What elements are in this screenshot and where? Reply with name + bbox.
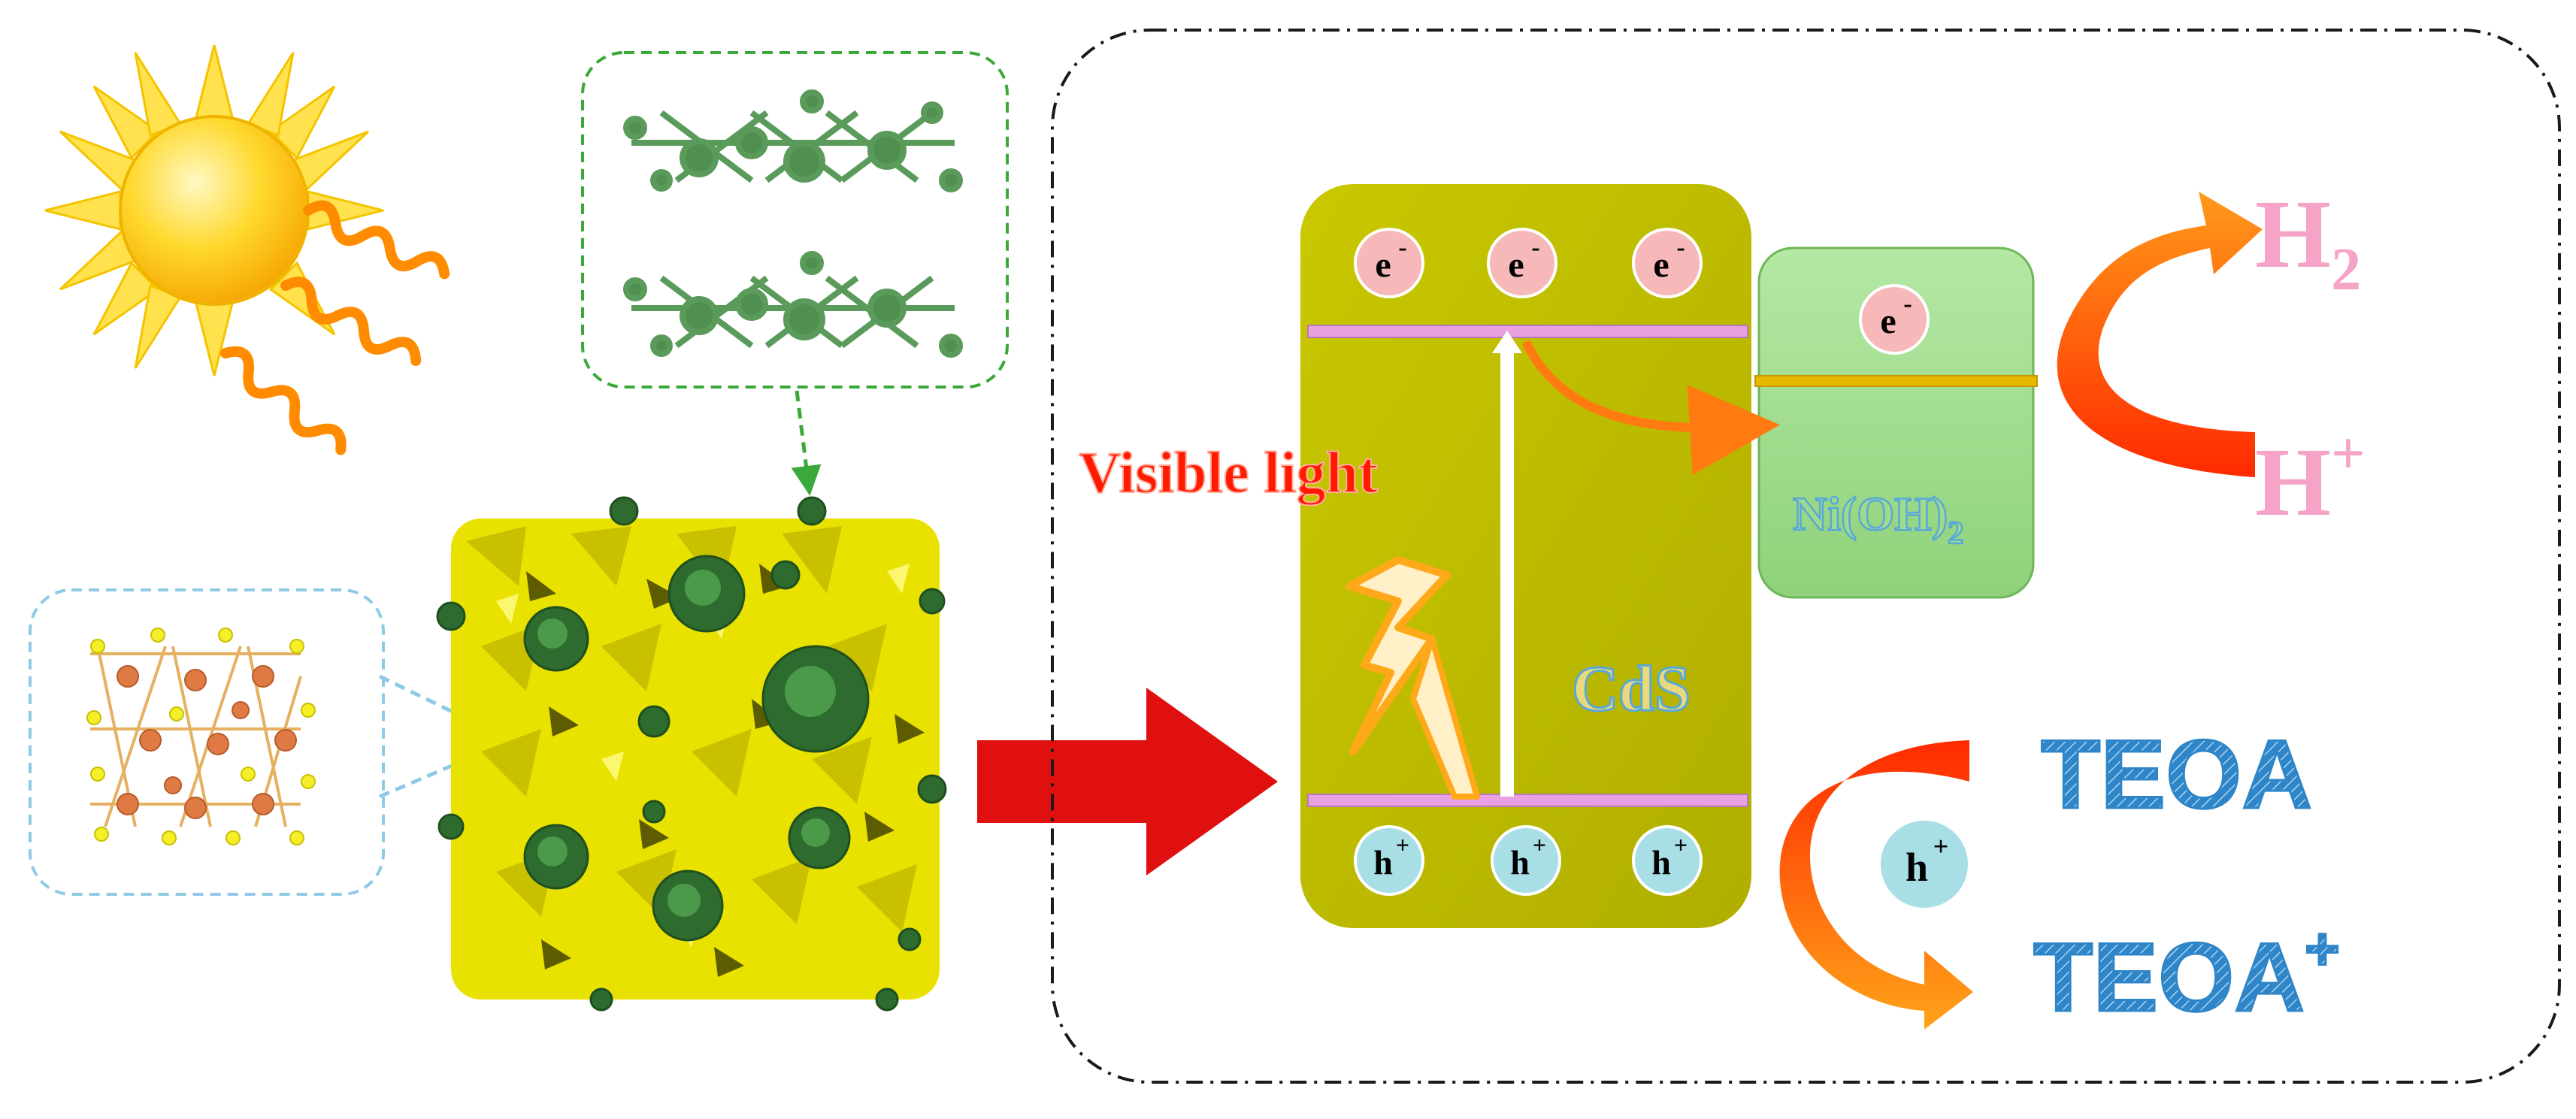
h2-label: H2	[2255, 180, 2361, 303]
visible-light-label: Visible light	[1079, 440, 1378, 505]
reduction-curve-arrow	[2057, 192, 2263, 477]
composite-cube	[436, 496, 947, 1012]
svg-text:-: -	[1903, 290, 1912, 318]
hole-cds-1: h +	[1354, 825, 1424, 896]
inset-connector-green	[791, 390, 822, 496]
svg-text:h: h	[1510, 843, 1530, 882]
light-ray-icon	[220, 200, 450, 455]
main-arrow-icon	[977, 688, 1278, 876]
svg-text:+: +	[1933, 831, 1949, 861]
svg-text:h: h	[1651, 843, 1671, 882]
teoa-plus-label: TEOA+	[2033, 915, 2340, 1032]
svg-text:+: +	[1674, 831, 1688, 858]
lightning-icon	[1346, 556, 1451, 755]
lightning-icon-lower	[1410, 636, 1480, 800]
svg-text:e: e	[1880, 301, 1896, 341]
conduction-band-line	[1307, 325, 1748, 338]
hole-teoa: h +	[1878, 818, 1971, 911]
niohh-layer-bottom	[623, 251, 963, 358]
hole-cds-3: h +	[1632, 825, 1703, 896]
svg-text:h: h	[1373, 843, 1393, 882]
svg-text:+: +	[1533, 831, 1546, 858]
valence-band-line	[1307, 794, 1748, 807]
svg-text:-: -	[1676, 234, 1685, 262]
electron-transfer-arrow	[1521, 340, 1780, 476]
svg-text:-: -	[1531, 234, 1539, 262]
mechanism-panel	[1051, 29, 2561, 1084]
svg-text:e: e	[1375, 245, 1391, 285]
oxidation-curve-arrow	[1779, 740, 1973, 1030]
svg-text:-: -	[1398, 234, 1406, 262]
niohh-layer-top	[623, 89, 963, 192]
electron-niohh: e -	[1859, 284, 1930, 355]
svg-text:e: e	[1653, 245, 1669, 285]
cds-label: CdS	[1572, 652, 1691, 724]
svg-text:e: e	[1508, 245, 1524, 285]
niohh-structure-inset	[581, 51, 1009, 389]
electron-cds-3: e -	[1632, 228, 1703, 298]
sun-icon	[44, 44, 384, 377]
electron-cds-1: e -	[1354, 228, 1424, 298]
cds-structure-inset	[29, 588, 385, 896]
niohh-band-line	[1754, 375, 2038, 387]
niohh-label: Ni(OH)2	[1793, 487, 1963, 551]
svg-text:h: h	[1906, 845, 1928, 890]
electron-cds-2: e -	[1487, 228, 1557, 298]
cds-block	[1300, 184, 1751, 928]
h-plus-label: H+	[2255, 421, 2366, 537]
svg-text:+: +	[1396, 831, 1409, 858]
hole-cds-2: h +	[1491, 825, 1561, 896]
teoa-label: TEOA	[2041, 719, 2312, 829]
